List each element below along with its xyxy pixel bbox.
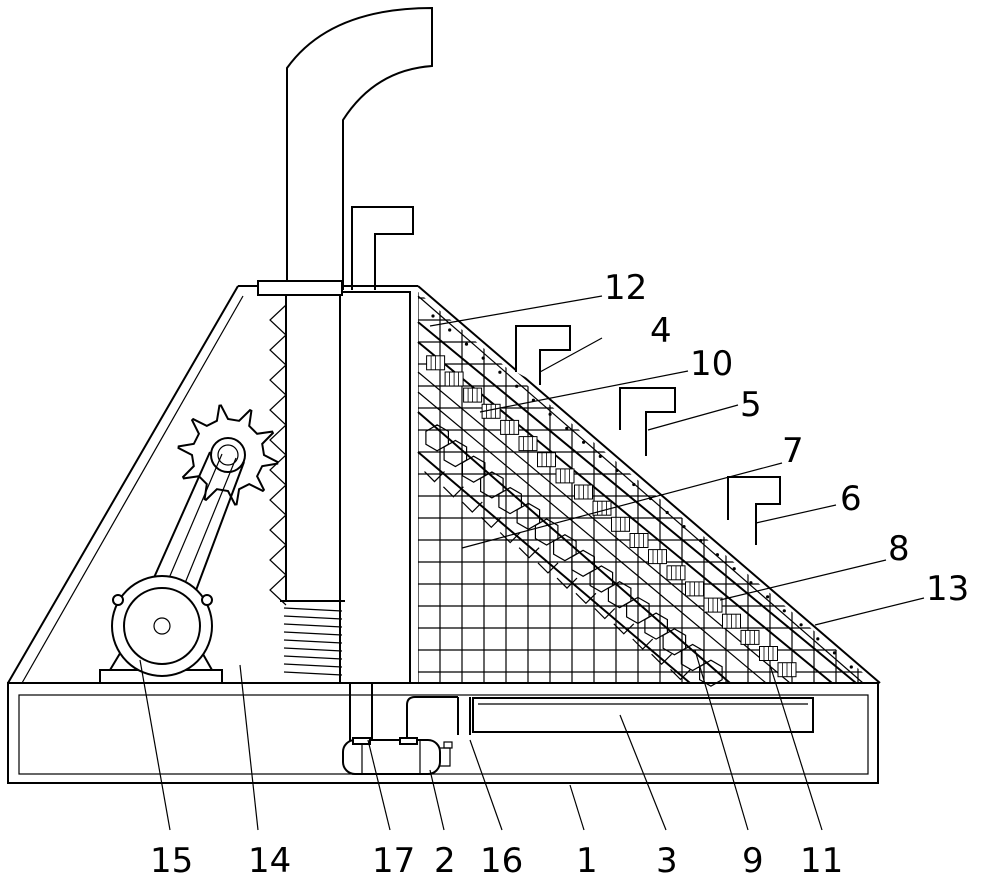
side-pipes (515, 325, 781, 545)
label-6: 6 (840, 479, 862, 519)
base-box (7, 682, 879, 784)
pump (342, 737, 453, 775)
label-14: 14 (248, 841, 291, 881)
label-2: 2 (434, 841, 456, 881)
label-4: 4 (650, 311, 672, 351)
top-cap (257, 280, 343, 296)
label-1: 1 (576, 841, 598, 881)
spring (280, 600, 345, 684)
label-8: 8 (888, 529, 910, 569)
label-11: 11 (800, 841, 843, 881)
label-17: 17 (372, 841, 415, 881)
label-9: 9 (742, 841, 764, 881)
tall-pipe (286, 6, 433, 290)
label-15: 15 (150, 841, 193, 881)
label-10: 10 (690, 344, 733, 384)
label-16: 16 (480, 841, 523, 881)
inner-tank (472, 697, 814, 733)
rack (269, 294, 341, 606)
label-12: 12 (604, 268, 647, 308)
column (339, 291, 411, 684)
label-7: 7 (782, 431, 804, 471)
motor (99, 575, 223, 684)
label-13: 13 (926, 569, 969, 609)
filter-layers (417, 314, 857, 687)
small-pipe (351, 206, 414, 290)
label-5: 5 (740, 385, 762, 425)
outlet-pipe (349, 683, 471, 745)
gear (177, 404, 279, 506)
leader-lines (139, 295, 925, 831)
label-3: 3 (656, 841, 678, 881)
